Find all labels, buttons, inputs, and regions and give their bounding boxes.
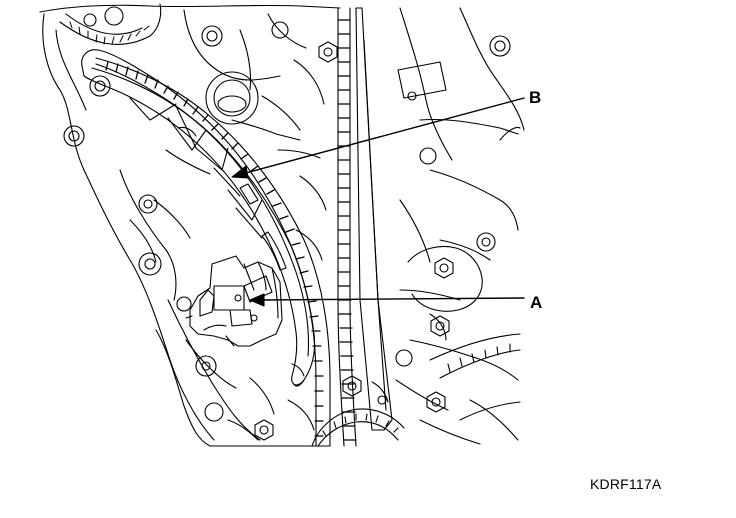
case-holes	[63, 6, 511, 422]
timing-chain-vertical	[337, 7, 357, 447]
figure-code: KDRF117A	[590, 476, 662, 492]
fixed-chain-guide	[355, 7, 393, 431]
crank-boss	[205, 71, 259, 125]
timing-chain	[91, 57, 331, 447]
callout-label-b: B	[529, 88, 542, 107]
callout-arrow-a	[249, 293, 525, 307]
engine-case-outline	[39, 4, 525, 447]
oil-pump-sprocket	[429, 333, 521, 421]
crankshaft-sprocket	[311, 408, 405, 447]
tensioner-arm	[81, 49, 316, 387]
camshaft-sprocket	[59, 3, 162, 45]
bolts	[254, 41, 454, 441]
callout-label-a: A	[530, 293, 543, 312]
hydraulic-tensioner	[185, 255, 283, 347]
callout-arrow-b	[231, 97, 525, 179]
